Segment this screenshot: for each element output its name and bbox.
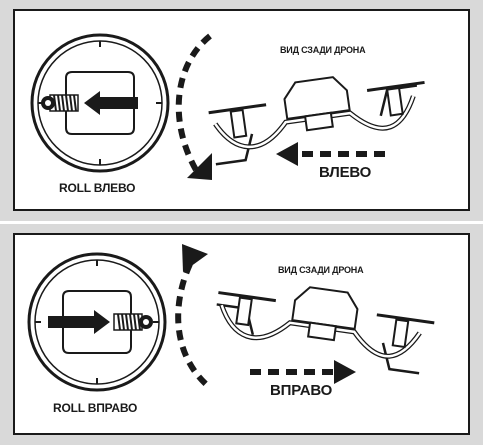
- direction-arrow-right-icon: [250, 360, 356, 384]
- drone-rear-view-icon: [208, 76, 425, 166]
- rotation-arc-icon: [175, 244, 211, 389]
- controller-stick-icon: [30, 33, 170, 173]
- rotation-arc-icon: [175, 33, 212, 180]
- roll-right-panel: ВИД СЗАДИ ДРОНА ROLL ВПРАВО ВПРАВО: [0, 224, 483, 445]
- direction-left-label: ВЛЕВО: [319, 164, 372, 181]
- roll-right-illustration: [13, 233, 470, 435]
- roll-left-illustration: [13, 9, 470, 211]
- direction-right-label: ВПРАВО: [270, 382, 333, 399]
- roll-left-panel: ВИД СЗАДИ ДРОНА ROLL ВЛЕВО ВЛЕВО: [0, 0, 483, 221]
- direction-arrow-left-icon: [276, 142, 385, 166]
- roll-right-label: ROLL ВПРАВО: [53, 401, 138, 415]
- controller-stick-icon: [27, 252, 167, 392]
- roll-left-label: ROLL ВЛЕВО: [59, 181, 136, 195]
- rear-view-label: ВИД СЗАДИ ДРОНА: [280, 45, 366, 55]
- drone-rear-view-icon: [216, 286, 435, 375]
- rear-view-label: ВИД СЗАДИ ДРОНА: [278, 265, 364, 275]
